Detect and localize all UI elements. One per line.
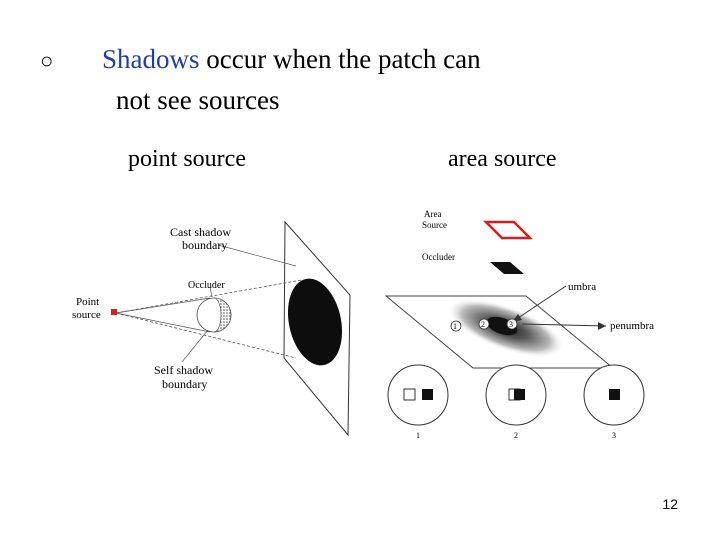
penumbra-arrow <box>521 323 607 327</box>
label-area-source: Source <box>422 220 447 230</box>
label-cast-shadow-boundary: boundary <box>182 238 227 252</box>
area-source-figure: 1 2 3 Area Source Occluder umbra penumbr… <box>384 209 654 440</box>
view-label: 1 <box>416 431 420 440</box>
bullet-icon: ○ <box>40 48 54 73</box>
label-occluder: Occluder <box>422 252 455 262</box>
label-self-shadow: Self shadow <box>154 363 213 377</box>
umbra-arrow <box>511 285 567 323</box>
view-occluder <box>514 389 525 400</box>
label-point: Point <box>76 296 99 308</box>
region-marker-label: 1 <box>453 322 457 331</box>
point-source-figure: Cast shadow boundary Occluder Point sour… <box>72 220 351 437</box>
highlight-word: Shadows <box>102 44 200 74</box>
line1-rest: occur when the patch can <box>199 44 481 74</box>
bullet-text-line2: not see sources <box>116 85 280 115</box>
ray-line <box>115 297 211 314</box>
point-source-marker <box>111 309 117 315</box>
region-marker <box>478 318 490 330</box>
penumbra-arrowhead <box>598 322 606 330</box>
view-label: 2 <box>514 431 518 440</box>
ray-line <box>115 312 297 359</box>
label-self-shadow-boundary: boundary <box>162 377 207 391</box>
page-number: 12 <box>662 496 678 512</box>
view-area-source <box>403 388 416 401</box>
cast-shadow <box>287 278 343 366</box>
label-penumbra: penumbra <box>610 320 654 332</box>
occluder-shape <box>490 262 524 274</box>
pointer-line <box>217 244 297 267</box>
label-cast-shadow: Cast shadow <box>170 225 231 239</box>
view-occluder <box>609 389 620 400</box>
view-circle <box>387 364 449 426</box>
region-marker <box>450 320 462 332</box>
view-occluder <box>422 389 433 400</box>
bullet-text-line1: Shadows occur when the patch can <box>102 44 481 75</box>
region-marker-label: 2 <box>481 320 485 329</box>
view-label: 3 <box>612 431 616 440</box>
region-marker <box>506 318 518 330</box>
caption-point-source: point source <box>128 146 246 172</box>
ray-line <box>115 312 211 333</box>
pointer-line <box>181 329 209 363</box>
pointer-line <box>209 286 213 298</box>
area-source-shape <box>482 220 534 240</box>
label-area: Area <box>424 209 442 219</box>
label-occluder: Occluder <box>188 280 225 291</box>
region-marker-label: 3 <box>509 320 513 329</box>
self-shadow-region <box>213 297 232 333</box>
label-source: source <box>72 309 101 321</box>
caption-area-source: area source <box>448 146 557 172</box>
label-umbra: umbra <box>568 281 596 293</box>
ray-line <box>115 279 303 314</box>
